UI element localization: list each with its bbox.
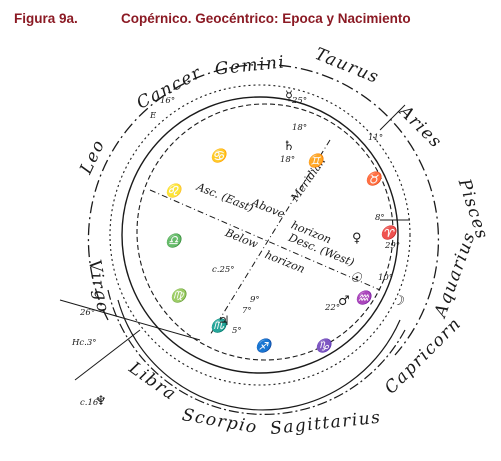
neptune-glyph: ♆ xyxy=(95,394,107,409)
label-scorpio: Scorpio xyxy=(180,405,259,438)
aries-pointer xyxy=(379,104,406,131)
deg-18a: 18° xyxy=(292,123,307,133)
deg-22: 22° xyxy=(324,303,340,313)
deg-10: 10° xyxy=(378,273,393,283)
virgo-pointer xyxy=(59,299,201,341)
sun-glyph: ☉ xyxy=(350,271,363,286)
taurus-glyph: ♉ xyxy=(365,171,384,187)
mercury-glyph: ☿ xyxy=(285,89,293,104)
jupiter-glyph: ♃ xyxy=(218,314,230,329)
c-16: c.16° xyxy=(80,398,103,408)
outer-dash-dot-ring xyxy=(87,64,440,356)
horizon-line xyxy=(149,189,381,291)
saturn-glyph: ♄ xyxy=(283,139,295,154)
lower-band-outer xyxy=(107,289,406,415)
inner-labels: Asc. (East) Desc. (West) Above horizon B… xyxy=(194,155,356,276)
horizon-label-2: horizon xyxy=(263,248,307,276)
label-libra: Libra xyxy=(124,358,180,406)
deg-18b: 18° xyxy=(280,155,295,165)
leo-glyph: ♌ xyxy=(165,183,184,199)
deg-25: 25° xyxy=(291,96,307,106)
deg-11: 11° xyxy=(368,133,383,143)
axes xyxy=(59,104,410,381)
zodiac-labels: Cancer Gemini Taurus Aries Pisces Aquari… xyxy=(76,44,492,439)
mars-glyph: ♂ xyxy=(338,294,350,309)
scorpio-glyph: ♏ xyxy=(210,318,229,334)
deg-5: 5° xyxy=(232,326,242,336)
figure-title: Copérnico. Geocéntrico: Epoca y Nacimien… xyxy=(121,11,411,26)
lower-band-inner xyxy=(117,299,401,411)
label-gemini: Gemini xyxy=(214,52,286,79)
neptune-pointer xyxy=(74,329,141,381)
figure-label: Figura 9a. xyxy=(14,11,78,26)
degree-annotations: 16° 25° 18° 18° 11° 8° 29° 10° 22° c.25°… xyxy=(71,96,400,408)
below-label: Below xyxy=(222,226,260,251)
deg-29: 29° xyxy=(384,241,400,251)
libra-glyph: ♎ xyxy=(165,233,184,249)
asc-label: Asc. (East) xyxy=(194,180,255,215)
virgo-glyph: ♍ xyxy=(170,288,189,304)
inner-dashed-ring xyxy=(136,103,394,361)
label-leo: Leo xyxy=(76,136,110,178)
aries-glyph: ♈ xyxy=(380,225,399,241)
capricorn-glyph: ♑ xyxy=(315,338,334,354)
deg-16: 16° xyxy=(160,96,175,106)
label-virgo: Virgo xyxy=(84,258,113,315)
aquarius-glyph: ♒ xyxy=(355,290,374,306)
deg-9: 9° xyxy=(250,295,260,305)
e-mark: E xyxy=(149,111,157,121)
venus-glyph: ♀ xyxy=(352,231,362,246)
dotted-ring xyxy=(109,84,411,386)
deg-8: 8° xyxy=(375,213,385,223)
moon-glyph: ☽ xyxy=(392,294,405,309)
solid-ring xyxy=(121,96,399,374)
gemini-glyph: ♊ xyxy=(307,153,326,169)
cancer-glyph: ♋ xyxy=(210,148,229,164)
label-aquarius: Aquarius xyxy=(430,229,480,322)
planet-sign-glyphs: ♋ ♊ ♉ ♌ ♍ ♎ ♏ ♐ ♑ ♒ ♈ ♄ ☿ ♀ ♂ ♃ ☽ ♆ ☉ xyxy=(95,89,405,409)
zodiac-rings xyxy=(87,64,440,415)
deg-26: 26° xyxy=(79,308,95,318)
c-25: c.25° xyxy=(212,265,235,275)
hc-3: Hc.3° xyxy=(71,338,97,348)
label-taurus: Taurus xyxy=(312,44,382,88)
sagittarius-glyph: ♐ xyxy=(255,338,274,354)
label-capricorn: Capricorn xyxy=(381,313,466,398)
deg-7: 7° xyxy=(242,306,252,316)
label-aries: Aries xyxy=(394,100,446,152)
above-label: Above xyxy=(249,195,287,220)
